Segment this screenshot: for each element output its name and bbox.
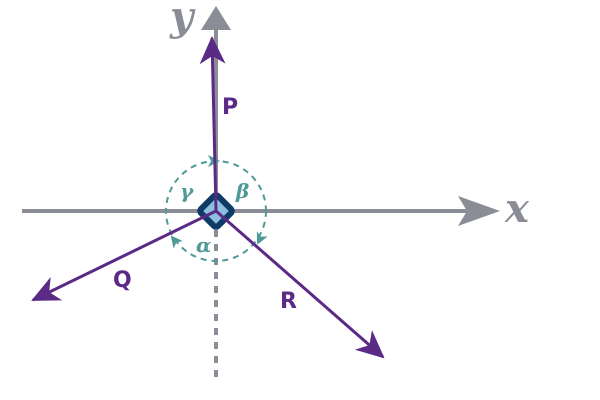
angle-beta-label: β bbox=[235, 179, 249, 203]
y-axis-arrow-icon bbox=[201, 6, 231, 30]
vector-q bbox=[31, 209, 217, 302]
y-axis-label: y bbox=[169, 0, 196, 40]
vector-r bbox=[215, 209, 385, 359]
vector-q-label: Q bbox=[113, 268, 132, 293]
x-axis-arrow-icon bbox=[458, 196, 500, 226]
x-axis-label: x bbox=[504, 185, 530, 232]
angle-gamma-label: γ bbox=[180, 179, 194, 203]
vector-p-label: P bbox=[222, 95, 238, 120]
angle-alpha-label: α bbox=[196, 233, 211, 257]
vector-r-label: R bbox=[280, 289, 297, 314]
vector-p bbox=[199, 36, 226, 212]
